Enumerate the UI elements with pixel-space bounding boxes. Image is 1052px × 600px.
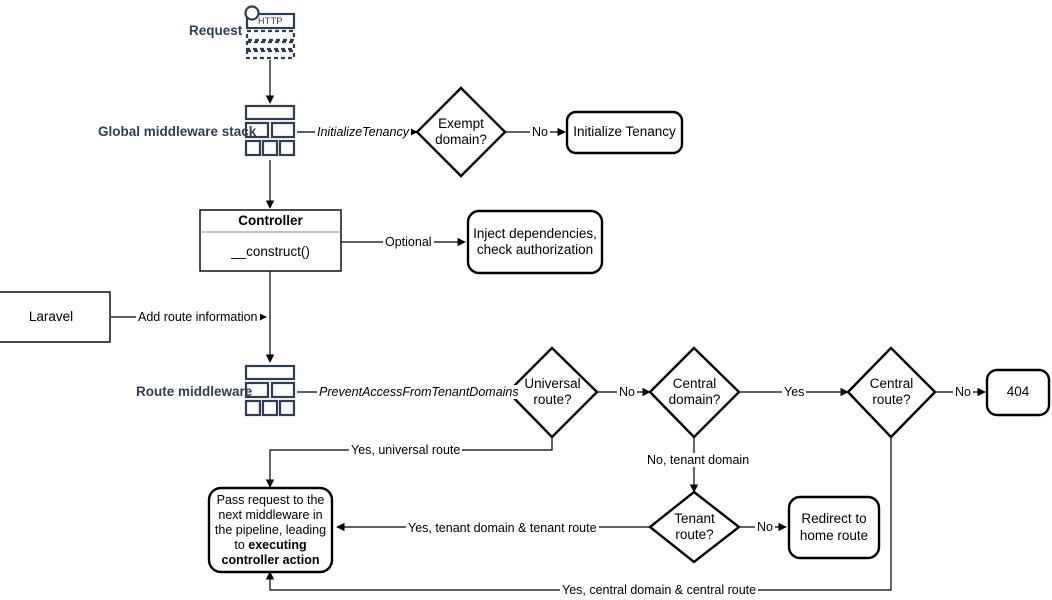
node-laravel-label: Laravel xyxy=(0,292,110,342)
edge-label-central-route-yes: Yes, central domain & central route xyxy=(560,583,759,597)
redirect-home-line1: Redirect to xyxy=(801,511,867,526)
central-route-line2: route? xyxy=(872,392,911,407)
exempt-domain-line2: domain? xyxy=(435,132,487,147)
edge-label-universal-no: No xyxy=(617,385,637,399)
label-route-middleware: Route middleware xyxy=(136,384,253,399)
node-inject-dependencies-label: Inject dependencies, check authorization xyxy=(468,211,602,273)
edge-label-prevent-access: PreventAccessFromTenantDomains xyxy=(317,385,521,399)
decision-central-domain xyxy=(648,346,741,439)
node-initialize-tenancy-label: Initialize Tenancy xyxy=(567,112,682,153)
node-404-label: 404 xyxy=(987,370,1049,415)
node-controller-title: Controller xyxy=(200,211,341,232)
edge-label-add-route-information: Add route information xyxy=(136,310,260,324)
edge-label-optional: Optional xyxy=(383,235,434,249)
universal-route-line2: route? xyxy=(533,392,572,407)
not-found-text: 404 xyxy=(1006,384,1030,400)
label-global-middleware-stack: Global middleware stack xyxy=(98,124,257,139)
node-inject-dependencies xyxy=(466,209,604,275)
node-laravel xyxy=(0,291,111,343)
laravel-text: Laravel xyxy=(28,308,74,324)
http-request-icon xyxy=(244,5,296,60)
decision-central-route-label: Central route? xyxy=(848,370,935,414)
edge-label-central-route-no: No xyxy=(953,385,973,399)
node-404 xyxy=(985,368,1051,417)
middleware-stack-icon-global xyxy=(244,104,296,157)
decision-universal-route xyxy=(506,346,599,439)
universal-route-line1: Universal xyxy=(524,375,581,391)
redirect-home-line2: home route xyxy=(799,527,869,543)
inject-dependencies-line2: check authorization xyxy=(476,242,594,257)
edge-label-universal-yes: Yes, universal route xyxy=(349,443,463,457)
decision-tenant-route-label: Tenant route? xyxy=(650,505,739,549)
decision-central-domain-label: Central domain? xyxy=(650,370,739,414)
edge-label-central-domain-no: No, tenant domain xyxy=(645,453,752,467)
tenant-route-line1: Tenant xyxy=(674,510,715,526)
pass-request-text: Pass request to the next middleware in t… xyxy=(214,492,327,552)
node-controller-method: __construct() xyxy=(200,233,341,271)
node-controller xyxy=(199,209,342,272)
controller-title-text: Controller xyxy=(238,213,303,229)
middleware-stack-icon-route xyxy=(244,364,296,417)
edge-label-central-domain-yes: Yes xyxy=(782,385,807,399)
node-redirect-home-label: Redirect to home route xyxy=(789,497,879,558)
decision-tenant-route xyxy=(648,490,741,564)
node-pass-request-label: Pass request to the next middleware in t… xyxy=(213,491,328,569)
central-domain-line1: Central xyxy=(672,375,717,391)
exempt-domain-line1: Exempt xyxy=(438,115,484,131)
edge-label-tenant-route-yes: Yes, tenant domain & tenant route xyxy=(406,521,599,535)
pass-request-emphasis: executing controller action xyxy=(221,537,320,567)
inject-dependencies-line1: Inject dependencies, xyxy=(473,225,597,241)
node-redirect-home-route xyxy=(787,495,881,560)
decision-exempt-domain-label: Exempt domain? xyxy=(417,110,505,154)
http-badge-label: HTTP xyxy=(258,16,283,26)
central-route-line1: Central xyxy=(869,375,914,391)
label-request: Request xyxy=(189,23,243,38)
central-domain-line2: domain? xyxy=(668,392,721,407)
initialize-tenancy-text: Initialize Tenancy xyxy=(573,124,676,140)
node-pass-request xyxy=(207,486,334,574)
decision-exempt-domain xyxy=(415,86,507,178)
decision-universal-route-label: Universal route? xyxy=(508,370,597,414)
tenant-route-line2: route? xyxy=(675,527,714,542)
edge-label-tenant-route-no: No xyxy=(755,520,775,534)
edge-label-initialize-tenancy: InitializeTenancy xyxy=(315,125,411,139)
node-initialize-tenancy xyxy=(565,110,684,155)
decision-central-route xyxy=(846,346,937,439)
edge-label-exempt-no: No xyxy=(530,125,550,139)
controller-method-text: __construct() xyxy=(231,243,310,259)
